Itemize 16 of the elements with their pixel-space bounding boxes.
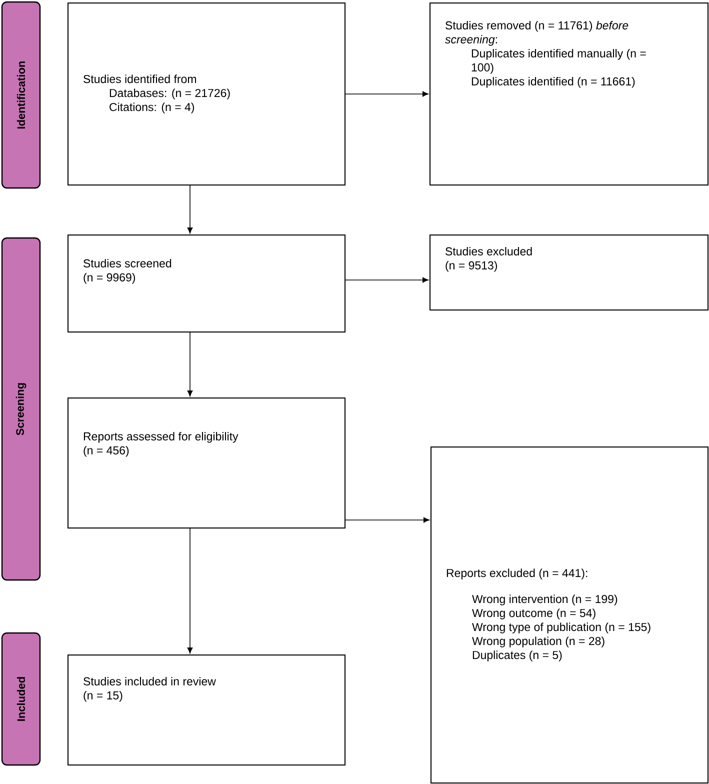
arrow — [187, 528, 193, 654]
arrow — [187, 185, 193, 234]
process-box: Reports excluded (n = 441): Wrong intervention (n = 199) Wrong outcome (n = 54) Wrong type of publication (n = 155) Wrong population (n = 28) Duplicates (n = 5) — [430, 446, 708, 784]
phase-label: Identification — [1, 1, 41, 189]
phase-label: Screening — [1, 237, 41, 581]
process-box: Reports assessed for eligibility (n = 456) — [68, 398, 346, 528]
process-box: Studies excluded (n = 9513) — [430, 234, 708, 310]
arrow — [345, 517, 430, 523]
process-box: Studies removed (n = 11761) before screening: Duplicates identified manually (n = 100) Duplicates identified (n = 11661) — [430, 2, 708, 186]
arrow — [187, 332, 193, 396]
arrow — [345, 277, 428, 283]
arrow — [345, 91, 428, 97]
phase-label: Included — [1, 632, 41, 766]
process-box: Studies included in review (n = 15) — [68, 654, 346, 766]
process-box: Studies identified from Databases: (n = 21726) Citations: (n = 4) — [68, 2, 346, 186]
process-box: Studies screened (n = 9969) — [68, 234, 346, 332]
